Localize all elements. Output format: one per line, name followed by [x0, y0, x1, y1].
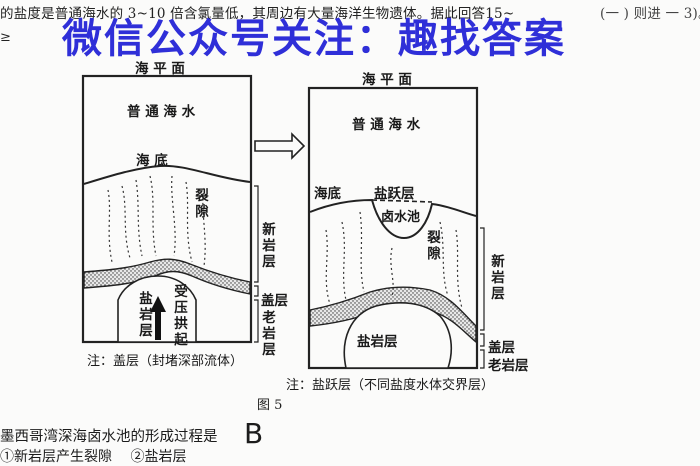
- right-sea-water-label: 普 通 海 水: [352, 117, 421, 133]
- left-sea-surface-label: 海 平 面: [135, 61, 185, 77]
- question-text: 墨西哥湾深海卤水池的形成过程是: [0, 429, 218, 445]
- figure-label: 图 5: [257, 398, 283, 413]
- right-seabed-label: 海底: [314, 186, 341, 202]
- right-new-rock-label: 新岩层: [491, 254, 505, 302]
- right-halocline-label: 盐跃层: [374, 186, 415, 202]
- handwritten-answer: B: [244, 417, 264, 450]
- left-cap-rock-label: 盖层: [261, 293, 288, 309]
- left-panel: [81, 74, 259, 344]
- watermark-overlay: 微信公众号关注：趣找答案: [62, 16, 566, 62]
- right-brine-pool-label: 卤水池: [381, 210, 421, 225]
- left-seabed-label: 海 底: [136, 153, 168, 169]
- option-line: ①新岩层产生裂隙 ②盐岩层: [0, 449, 187, 465]
- right-sea-surface-label: 海 平 面: [362, 72, 412, 88]
- left-uplift-label: 受压拱起: [174, 284, 188, 348]
- left-sea-water-label: 普 通 海 水: [127, 104, 196, 120]
- right-salt-rock-label: 盐岩层: [357, 334, 398, 350]
- left-panel-note: 注：盖层（封堵深部流体）: [87, 354, 244, 369]
- right-fissure-label: 裂隙: [427, 230, 441, 262]
- intro-text-line-2: ≥: [0, 30, 11, 45]
- process-arrow: [254, 132, 306, 160]
- left-new-rock-label: 新岩层: [262, 222, 276, 270]
- right-panel-note: 注：盐跃层（不同盐度水体交界层）: [286, 378, 495, 393]
- right-old-rock-label: 老岩层: [488, 358, 529, 374]
- right-panel: [307, 86, 485, 370]
- left-salt-rock-label: 盐岩层: [139, 291, 153, 339]
- diagram-figure: [81, 74, 485, 370]
- left-fissure-label: 裂隙: [195, 188, 209, 220]
- intro-text-fragment: (⼀ ) 则进 ⼀ 3)。人: [600, 6, 700, 22]
- right-cap-rock-label: 盖层: [488, 340, 515, 356]
- left-old-rock-label: 老岩层: [262, 310, 276, 358]
- intro-text-line: 的盐度是普通海水的 3~10 倍含氯量低，其周边有大量海洋生物遗体。据此回答15…: [0, 6, 515, 22]
